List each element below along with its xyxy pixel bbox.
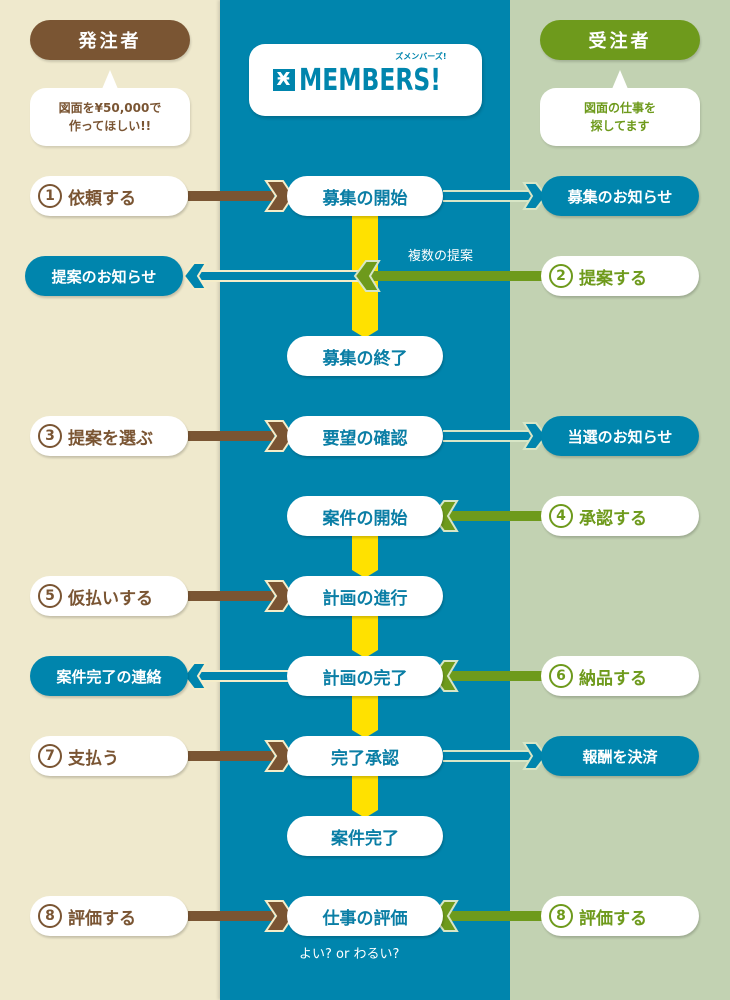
- step-completion-approval: 完了承認: [287, 736, 443, 776]
- worker-action-approve: 4 承認する: [541, 496, 699, 536]
- worker-action-label: 提案する: [579, 268, 647, 289]
- arrow-to-client-complete-notice: [182, 662, 291, 690]
- client-action-label: 評価する: [68, 908, 136, 929]
- note-evaluation: よい? or わるい?: [299, 947, 400, 962]
- logo-wordmark: MEMBERS!: [298, 62, 441, 98]
- arrow-to-worker-payment: [443, 742, 548, 770]
- arrow-client-step-5: [188, 580, 295, 612]
- connector-6-7: [352, 690, 378, 738]
- worker-speech-bubble: 図面の仕事を 探してます: [540, 70, 700, 146]
- client-action-evaluate: 8 評価する: [30, 896, 188, 936]
- worker-notice-payment: 報酬を決済: [541, 736, 699, 776]
- arrow-worker-step-4: [431, 500, 543, 532]
- arrow-to-worker-recruit-notice: [443, 182, 548, 210]
- step-recruit-start: 募集の開始: [287, 176, 443, 216]
- arrow-worker-step-2: [353, 260, 543, 292]
- connector-7-8: [352, 770, 378, 818]
- client-action-choose-proposal: 3 提案を選ぶ: [30, 416, 188, 456]
- step-number-6-icon: 6: [549, 664, 573, 688]
- worker-bubble-line-2: 探してます: [590, 119, 650, 133]
- step-number-7-icon: 7: [38, 744, 62, 768]
- worker-bubble-line-1: 図面の仕事を: [583, 101, 656, 115]
- connector-4-5: [352, 530, 378, 578]
- worker-notice-recruit: 募集のお知らせ: [541, 176, 699, 216]
- connector-5-6: [352, 610, 378, 658]
- step-number-4-icon: 4: [549, 504, 573, 528]
- step-project-start: 案件の開始: [287, 496, 443, 536]
- worker-action-propose: 2 提案する: [541, 256, 699, 296]
- worker-action-label: 納品する: [579, 668, 647, 689]
- client-action-label: 仮払いする: [68, 588, 153, 609]
- client-notice-proposal: 提案のお知らせ: [25, 256, 183, 296]
- step-work-evaluation: 仕事の評価: [287, 896, 443, 936]
- note-multiple-proposals: 複数の提案: [408, 249, 474, 264]
- worker-action-label: 承認する: [579, 508, 647, 529]
- worker-action-deliver: 6 納品する: [541, 656, 699, 696]
- client-action-request: 1 依頼する: [30, 176, 188, 216]
- arrow-client-step-1: [188, 180, 295, 212]
- arrow-worker-step-6: [431, 660, 543, 692]
- step-number-1-icon: 1: [38, 184, 62, 208]
- logo-kana: ズメンバーズ!: [395, 51, 447, 61]
- arrow-to-worker-win-notice: [443, 422, 548, 450]
- worker-notice-win: 当選のお知らせ: [541, 416, 699, 456]
- client-action-label: 依頼する: [68, 188, 136, 209]
- step-number-8-icon: 8: [38, 904, 62, 928]
- arrow-client-step-3: [188, 420, 295, 452]
- client-action-prepay: 5 仮払いする: [30, 576, 188, 616]
- step-number-3-icon: 3: [38, 424, 62, 448]
- step-number-8-icon: 8: [549, 904, 573, 928]
- step-recruit-end: 募集の終了: [287, 336, 443, 376]
- worker-action-evaluate: 8 評価する: [541, 896, 699, 936]
- client-role-badge: 発注者: [30, 20, 190, 60]
- client-action-label: 提案を選ぶ: [68, 428, 153, 449]
- client-notice-complete: 案件完了の連絡: [30, 656, 188, 696]
- step-plan-complete: 計画の完了: [287, 656, 443, 696]
- client-bubble-line-1: 図面を¥50,000で: [58, 101, 162, 115]
- step-plan-progress: 計画の進行: [287, 576, 443, 616]
- client-action-pay: 7 支払う: [30, 736, 188, 776]
- arrow-worker-step-8: [431, 900, 543, 932]
- client-column: [0, 0, 220, 1000]
- arrow-client-step-8: [188, 900, 295, 932]
- arrow-to-client-proposal-notice: [182, 262, 366, 290]
- arrow-client-step-7: [188, 740, 295, 772]
- client-action-label: 支払う: [68, 748, 119, 769]
- logo-mark-icon: Ӿ: [272, 69, 295, 91]
- worker-role-badge: 受注者: [540, 20, 700, 60]
- worker-action-label: 評価する: [579, 908, 647, 929]
- step-project-complete: 案件完了: [287, 816, 443, 856]
- members-logo: Ӿ MEMBERS! ズメンバーズ!: [249, 44, 482, 116]
- step-number-2-icon: 2: [549, 264, 573, 288]
- client-speech-bubble: 図面を¥50,000で 作ってほしい!!: [30, 70, 190, 146]
- step-confirm-request: 要望の確認: [287, 416, 443, 456]
- client-bubble-line-2: 作ってほしい!!: [68, 119, 152, 133]
- step-number-5-icon: 5: [38, 584, 62, 608]
